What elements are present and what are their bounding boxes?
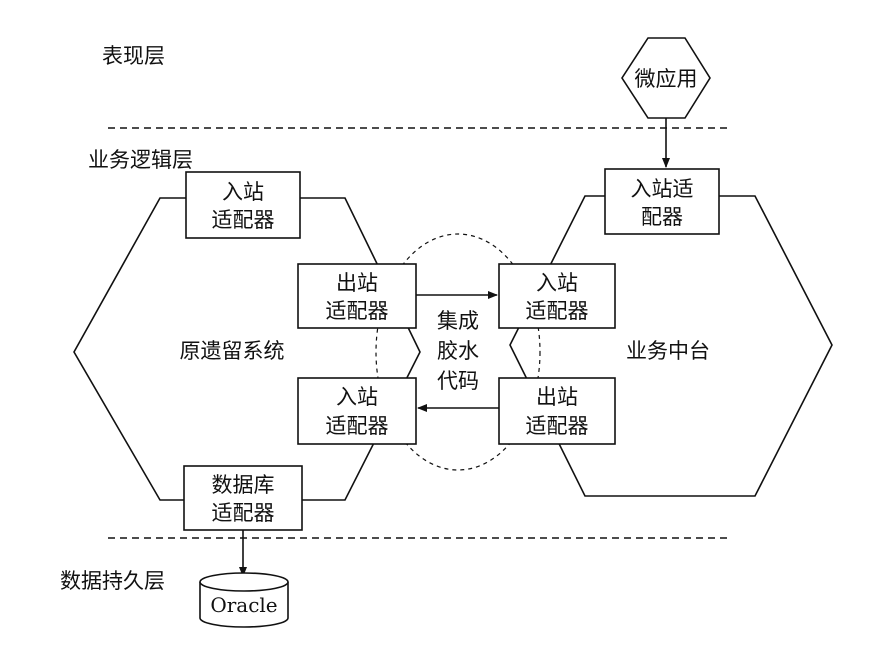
legacy-outbound-line1: 出站 <box>336 271 378 295</box>
legacy-inbound-bottom-line2: 适配器 <box>326 414 389 438</box>
layer-label-data-persistence: 数据持久层 <box>60 569 165 593</box>
business-platform-label: 业务中台 <box>626 339 710 363</box>
database-adapter-line1: 数据库 <box>212 473 275 497</box>
glue-code-line3: 代码 <box>437 369 479 393</box>
legacy-outbound-line2: 适配器 <box>326 299 389 323</box>
legacy-inbound-top-line1: 入站 <box>222 180 264 204</box>
database-adapter <box>183 465 303 531</box>
glue-code-line2: 胶水 <box>437 339 479 363</box>
legacy-system-label: 原遗留系统 <box>180 339 285 363</box>
platform-outbound-line2: 适配器 <box>526 414 589 438</box>
platform-inbound-line1: 入站 <box>536 271 578 295</box>
platform-inbound-adapter <box>498 263 616 329</box>
legacy-inbound-bottom-line1: 入站 <box>336 385 378 409</box>
micro-app-label: 微应用 <box>635 67 698 91</box>
platform-inbound-top-line2: 配器 <box>641 205 683 229</box>
database-adapter-line2: 适配器 <box>212 501 275 525</box>
glue-code-line1: 集成 <box>437 309 479 333</box>
oracle-label: Oracle <box>210 593 277 617</box>
platform-outbound-line1: 出站 <box>536 385 578 409</box>
micro-app-hexagon <box>621 37 711 119</box>
oracle-database-icon <box>199 572 289 628</box>
platform-inbound-line2: 适配器 <box>526 299 589 323</box>
platform-inbound-top-line1: 入站适 <box>631 177 694 201</box>
platform-inbound-adapter-top <box>604 168 720 235</box>
legacy-inbound-adapter-bottom <box>297 377 417 445</box>
legacy-system-hexagon <box>73 197 421 501</box>
platform-outbound-adapter <box>498 377 616 445</box>
glue-code-ellipse <box>375 233 541 471</box>
legacy-inbound-adapter-top <box>185 171 301 239</box>
layer-label-presentation: 表现层 <box>102 44 165 68</box>
legacy-outbound-adapter <box>297 263 417 329</box>
layer-label-business-logic: 业务逻辑层 <box>88 148 193 172</box>
business-platform-hexagon <box>509 195 833 497</box>
legacy-inbound-top-line2: 适配器 <box>212 208 275 232</box>
